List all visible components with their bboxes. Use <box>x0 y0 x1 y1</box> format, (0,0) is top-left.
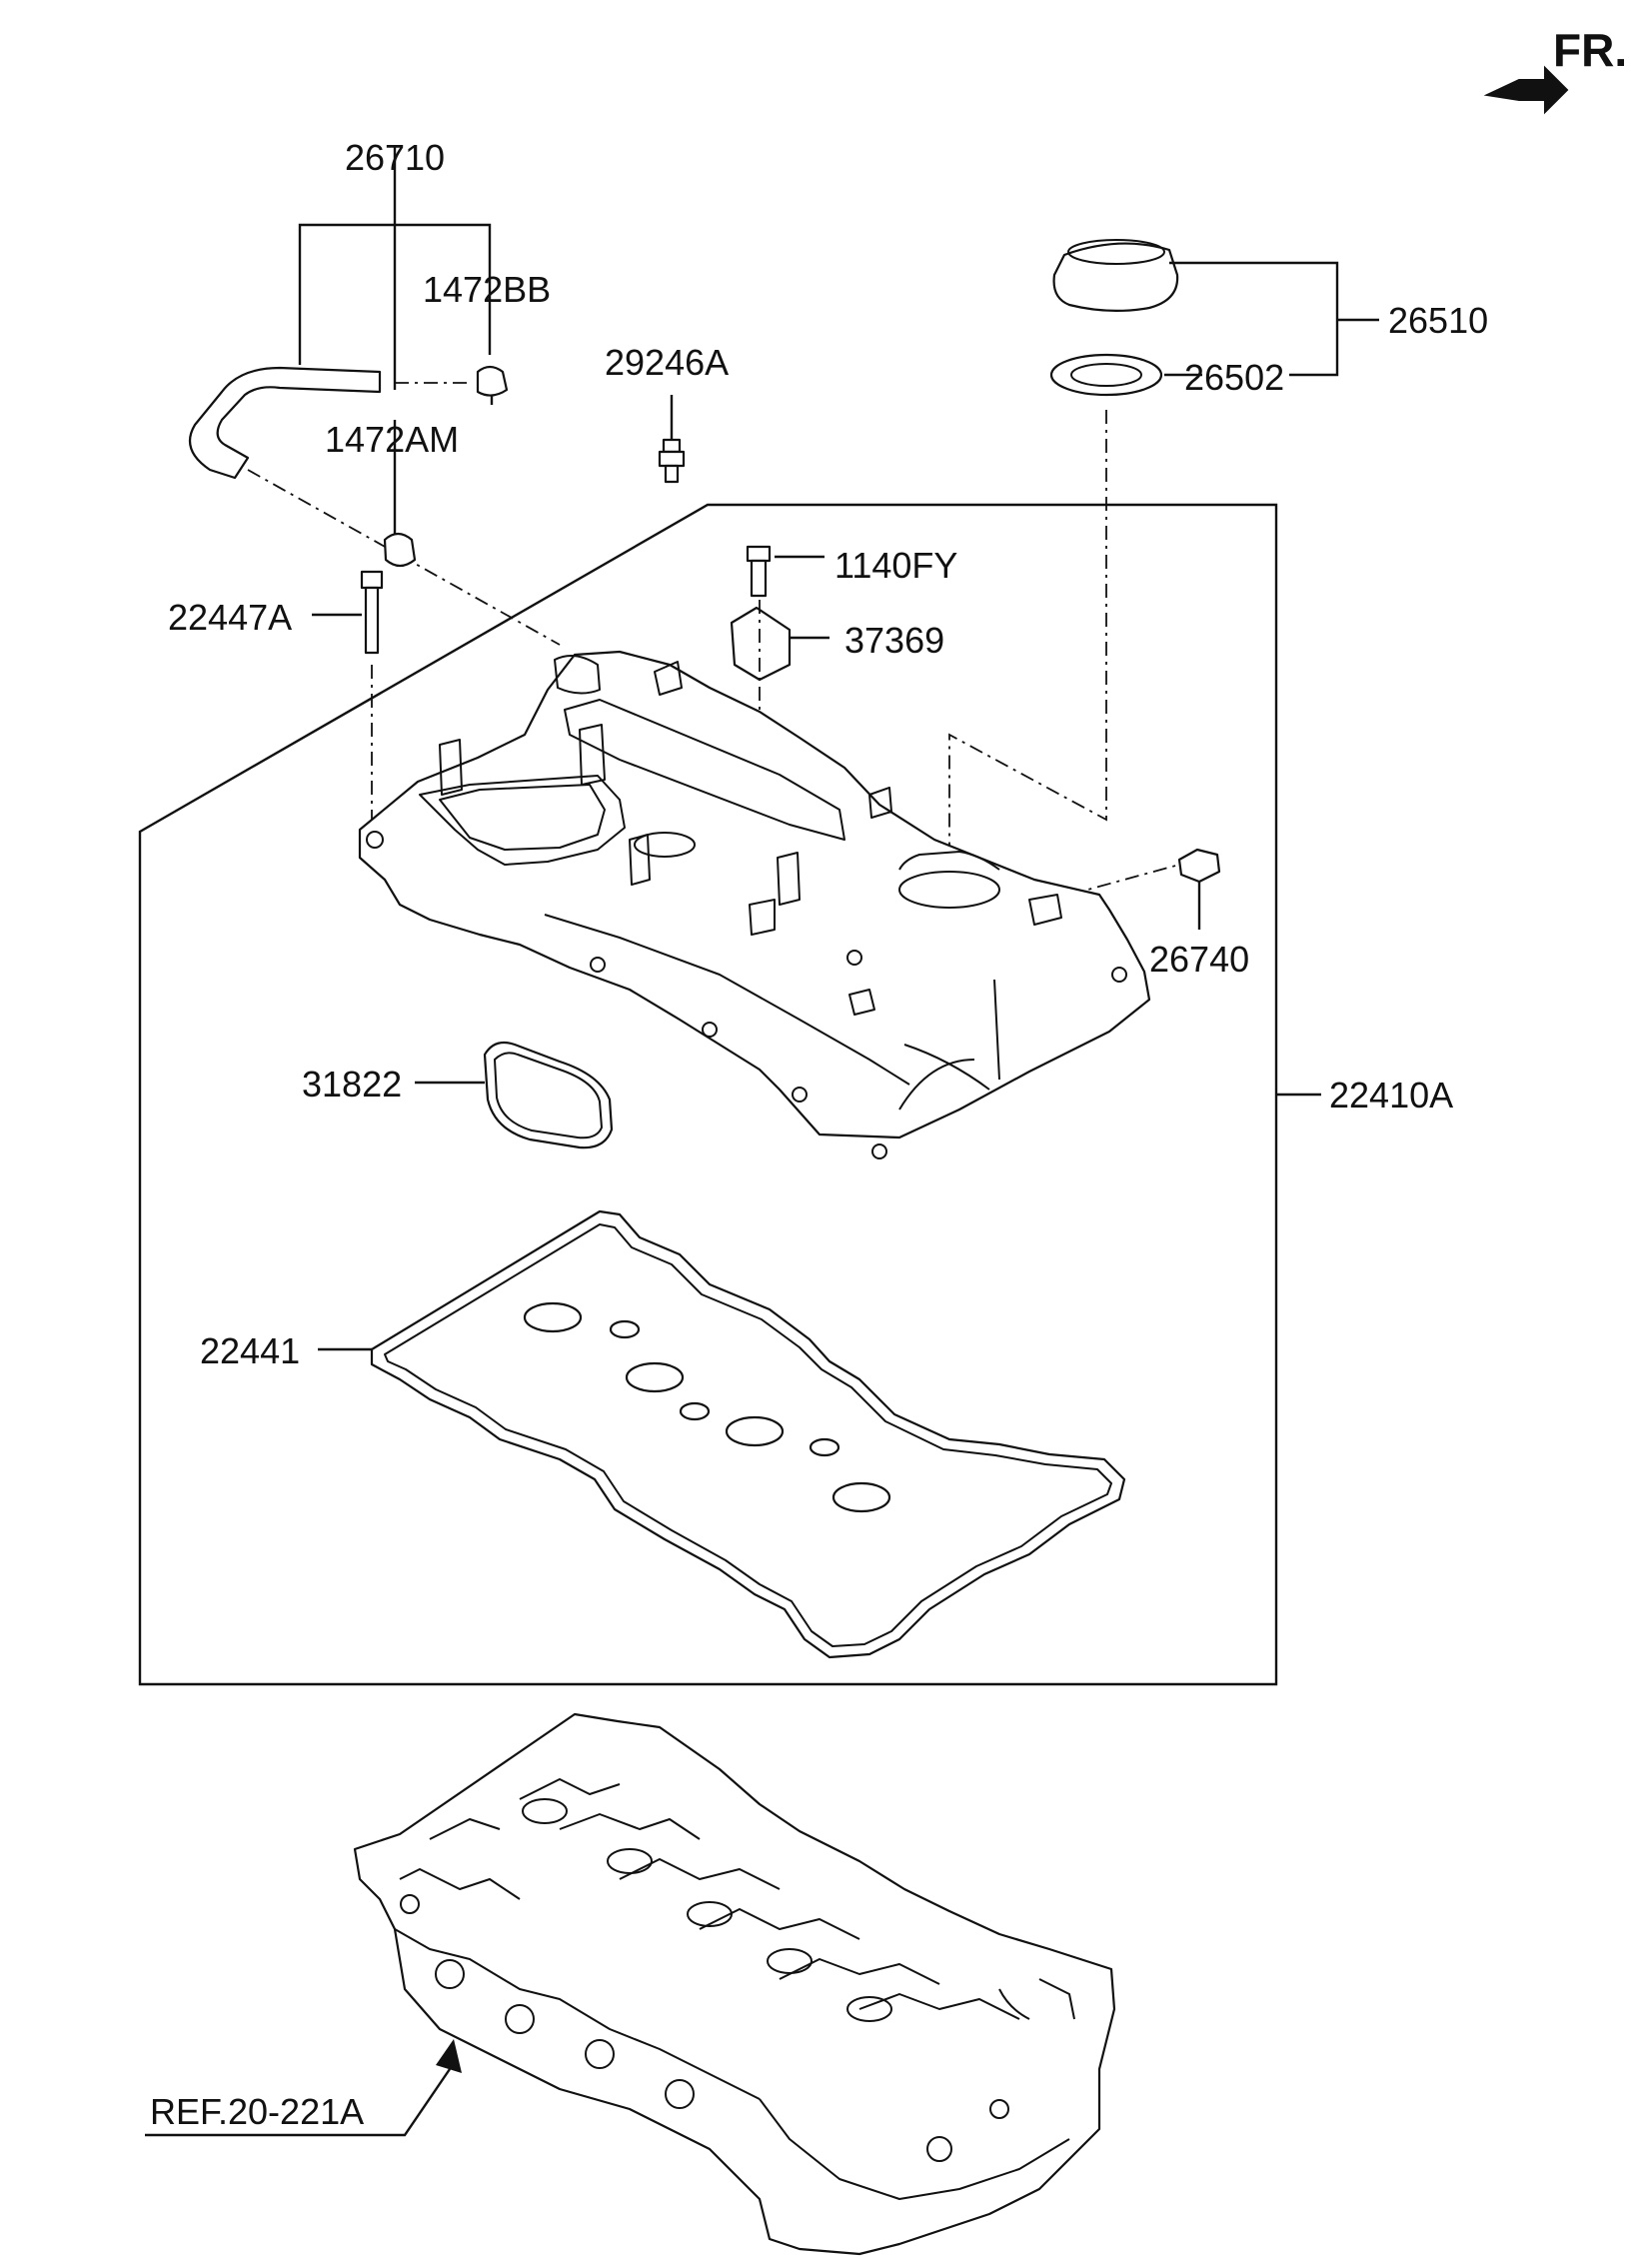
fr-label: FR. <box>1553 24 1627 76</box>
gasket-22441 <box>318 1209 1126 1659</box>
callout-22447a: 22447A <box>168 597 292 638</box>
cylinder-head-cover <box>358 650 1151 1159</box>
callout-1472bb: 1472BB <box>423 269 551 310</box>
callout-26502: 26502 <box>1184 357 1284 398</box>
callout-1140fy: 1140FY <box>834 545 957 586</box>
breather-hose <box>188 366 382 480</box>
callout-26740: 26740 <box>1149 939 1249 980</box>
hose-clamp-1472am <box>383 532 417 568</box>
bolt-1140fy <box>746 545 825 598</box>
callout-31822: 31822 <box>302 1064 402 1105</box>
front-direction-indicator: FR. <box>1483 24 1627 115</box>
callout-26710: 26710 <box>345 137 445 178</box>
front-direction-arrow-icon <box>1483 65 1569 115</box>
callout-1472am: 1472AM <box>325 419 459 460</box>
callout-ref: REF.20-221A <box>150 2091 364 2132</box>
hose-group <box>188 145 561 646</box>
hose-clamp-1472bb <box>476 365 509 397</box>
bolt-29246a <box>658 395 686 484</box>
cap-seal-26502 <box>1049 353 1163 397</box>
callout-22441: 22441 <box>200 1330 300 1371</box>
gasket-31822 <box>483 1041 614 1149</box>
oil-filler-cap <box>948 239 1379 905</box>
ref-pointer-arrow-icon <box>436 2039 462 2073</box>
callout-29246a: 29246A <box>605 342 729 383</box>
pcv-valve-26740 <box>1068 848 1221 930</box>
cylinder-head-reference <box>353 1712 1116 2256</box>
callout-26510: 26510 <box>1388 300 1488 341</box>
bolt-22447a <box>312 570 384 830</box>
callout-37369: 37369 <box>844 620 944 661</box>
callout-22410a: 22410A <box>1329 1075 1453 1116</box>
